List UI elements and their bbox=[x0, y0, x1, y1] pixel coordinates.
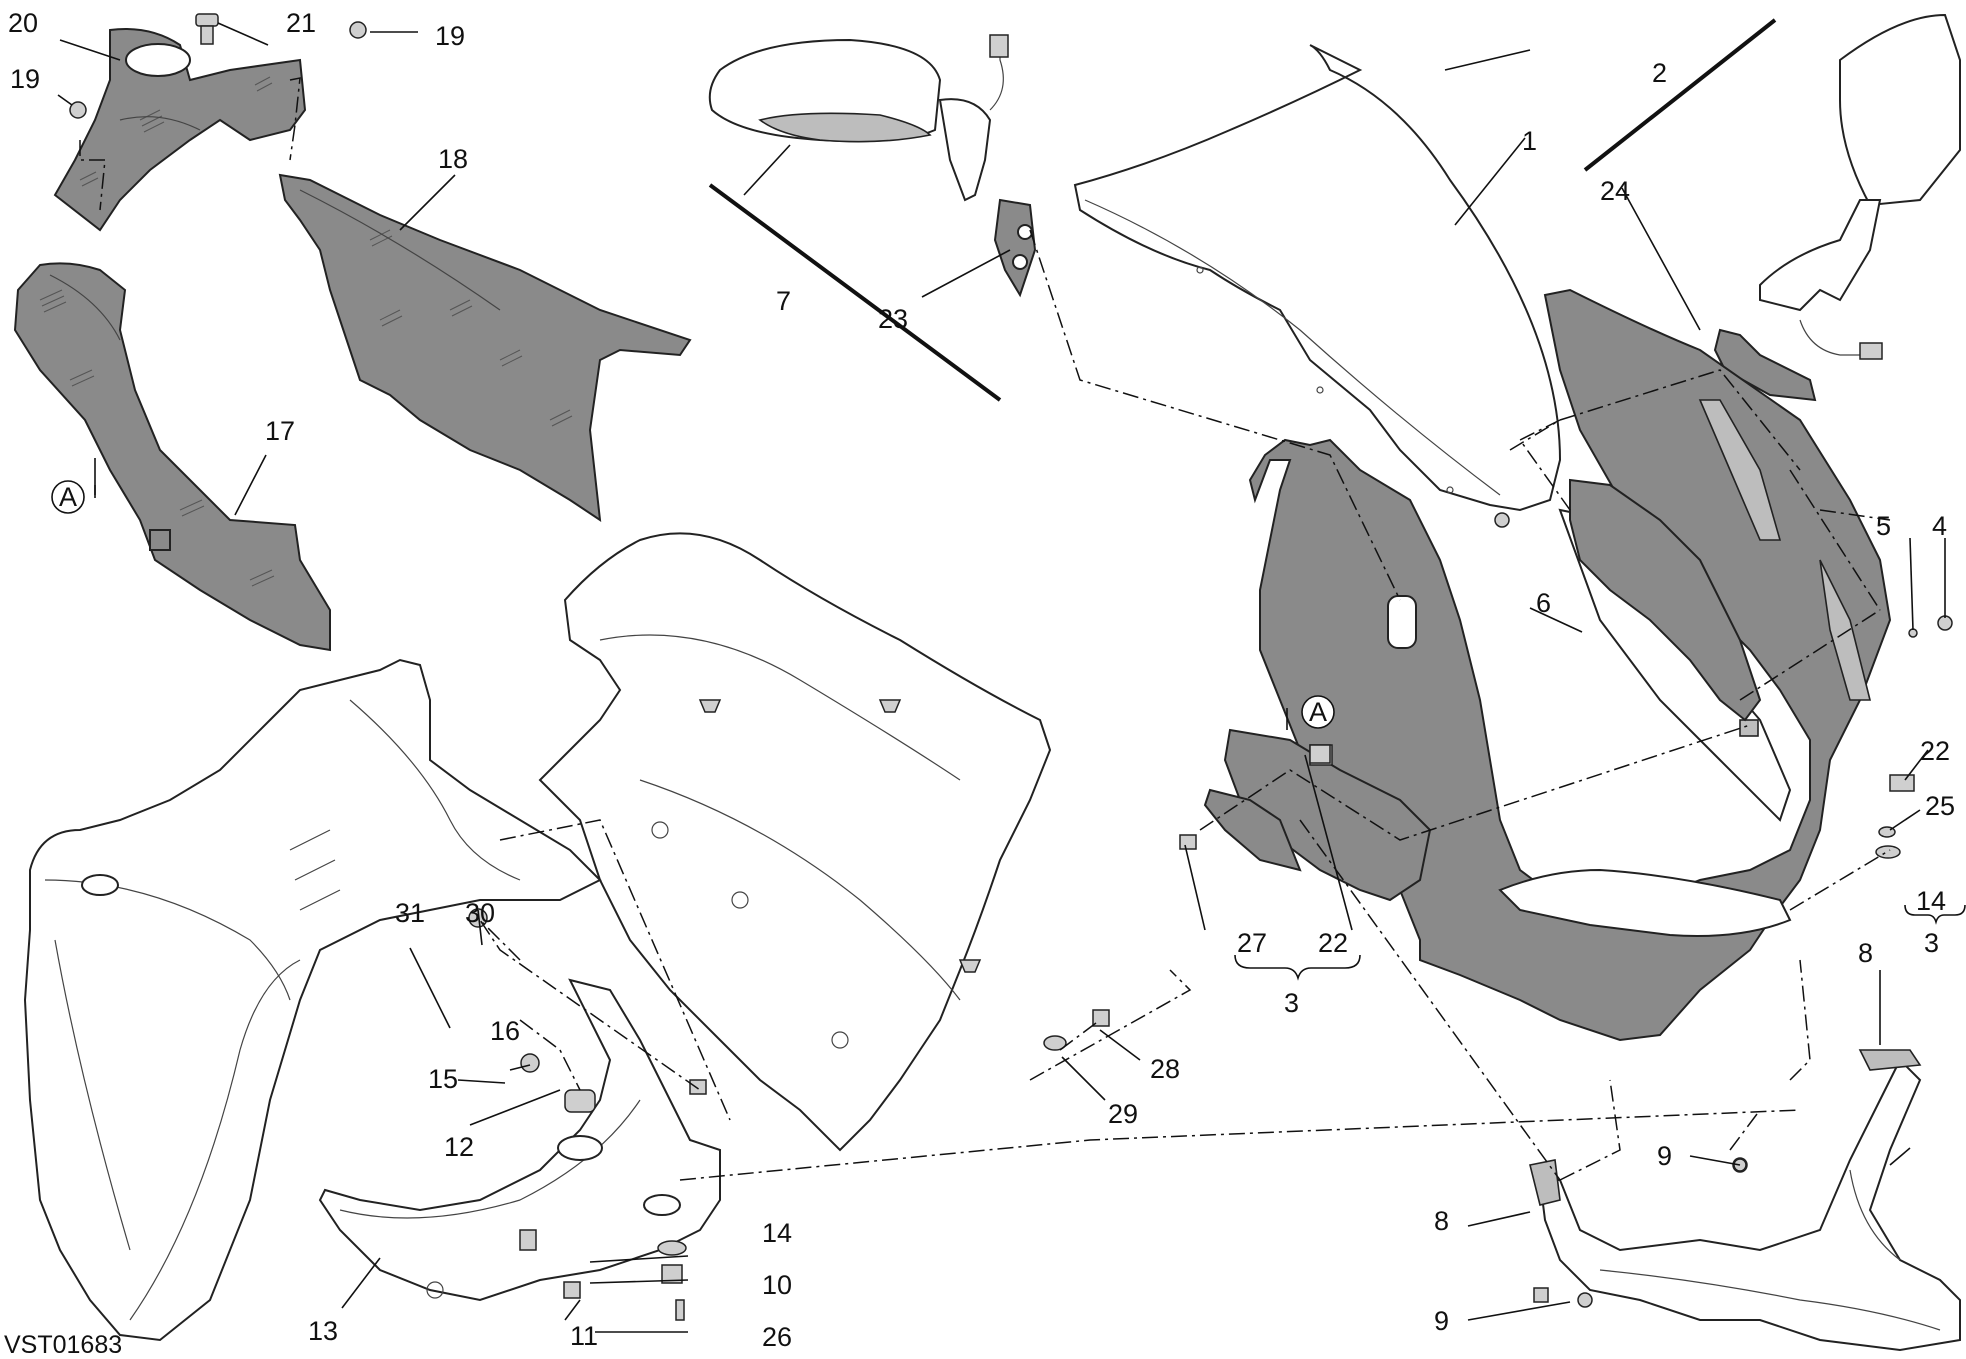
callout-labels: 1 2 24 6 5 4 22 25 14 3 8 9 8 9 7 23 27 … bbox=[8, 8, 1955, 1352]
view-marker-a-left: A bbox=[51, 480, 96, 514]
brace-3-right bbox=[1904, 904, 1966, 925]
callout-15: 15 bbox=[428, 1064, 458, 1094]
fastener-21 bbox=[195, 13, 219, 45]
callout-10: 10 bbox=[762, 1270, 792, 1300]
part-13-lower-cover bbox=[318, 978, 721, 1302]
callout-20: 20 bbox=[8, 8, 38, 38]
callout-13: 13 bbox=[308, 1316, 338, 1346]
drawing-code: VST01683 bbox=[4, 1331, 122, 1359]
part-1-windscreen bbox=[1073, 44, 1562, 512]
callout-16: 16 bbox=[490, 1016, 520, 1046]
callout-7: 7 bbox=[776, 286, 791, 316]
callout-3-right: 3 bbox=[1924, 928, 1939, 958]
callout-19-left: 19 bbox=[10, 64, 40, 94]
part-18-inner-side-panel bbox=[278, 173, 692, 523]
leader-lines bbox=[57, 18, 1946, 1333]
callout-29: 29 bbox=[1108, 1099, 1138, 1129]
callout-9-top: 9 bbox=[1657, 1141, 1672, 1171]
fastener-19-left bbox=[69, 101, 87, 119]
part-17-inner-lower-panel bbox=[13, 262, 331, 652]
callout-14-left: 14 bbox=[762, 1218, 792, 1248]
callout-5: 5 bbox=[1876, 511, 1891, 541]
view-marker-a-left-label: A bbox=[59, 482, 77, 512]
callout-9-bottom: 9 bbox=[1434, 1306, 1449, 1336]
callout-22-right: 22 bbox=[1920, 736, 1950, 766]
callout-4: 4 bbox=[1932, 511, 1947, 541]
brace-3-left bbox=[1234, 954, 1361, 981]
callout-23: 23 bbox=[878, 304, 908, 334]
callout-6: 6 bbox=[1536, 588, 1551, 618]
callout-31: 31 bbox=[395, 898, 425, 928]
callout-24: 24 bbox=[1600, 176, 1630, 206]
callout-8-right: 8 bbox=[1858, 938, 1873, 968]
callout-25: 25 bbox=[1925, 791, 1955, 821]
callout-8-left: 8 bbox=[1434, 1206, 1449, 1236]
callout-22-left: 22 bbox=[1318, 928, 1348, 958]
callout-11: 11 bbox=[570, 1321, 598, 1351]
view-marker-a-right-label: A bbox=[1309, 697, 1327, 727]
callout-26: 26 bbox=[762, 1322, 792, 1352]
callout-28: 28 bbox=[1150, 1054, 1180, 1084]
hardware-small-parts bbox=[468, 512, 1953, 1321]
callout-14-right: 14 bbox=[1916, 886, 1946, 916]
callout-18: 18 bbox=[438, 144, 468, 174]
callout-2: 2 bbox=[1652, 58, 1667, 88]
callout-3-left: 3 bbox=[1284, 988, 1299, 1018]
part-inner-center-fairing bbox=[538, 532, 1052, 1152]
callout-19-top: 19 bbox=[435, 21, 465, 51]
part-3-lower-side-piece bbox=[1203, 478, 1762, 902]
callout-30: 30 bbox=[465, 898, 495, 928]
callout-21: 21 bbox=[286, 8, 316, 38]
callout-17: 17 bbox=[265, 416, 295, 446]
part-7-left-mirror bbox=[708, 34, 1037, 298]
view-marker-a-right: A bbox=[1286, 695, 1335, 730]
assembly-lines bbox=[79, 77, 1891, 1181]
fastener-19-top bbox=[349, 21, 367, 39]
part-2-right-mirror bbox=[1713, 13, 1961, 402]
part-lower-right-frame bbox=[1529, 1049, 1961, 1352]
part-20-inner-upper-panel bbox=[53, 28, 307, 232]
callout-27: 27 bbox=[1237, 928, 1267, 958]
callout-12: 12 bbox=[444, 1132, 474, 1162]
part-inner-frame-left bbox=[23, 658, 602, 1342]
callout-1: 1 bbox=[1522, 126, 1537, 156]
